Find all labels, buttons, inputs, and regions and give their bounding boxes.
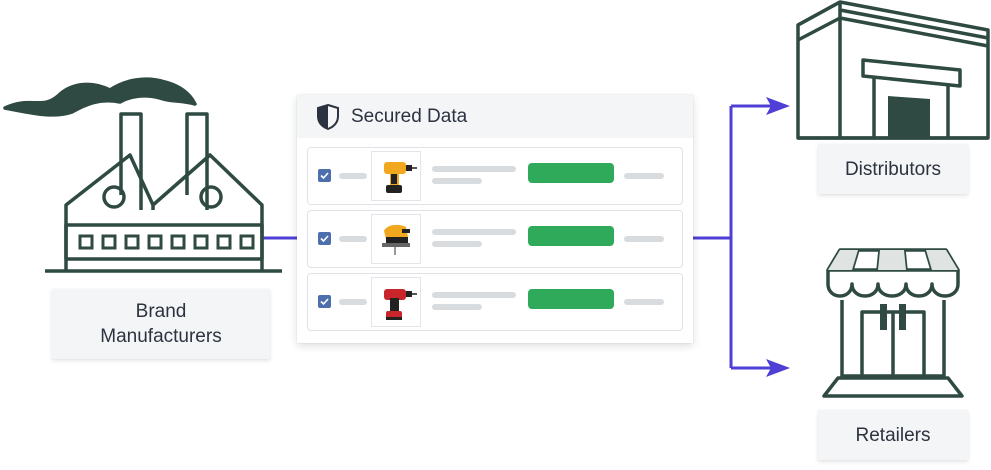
list-item[interactable] (307, 273, 683, 331)
list-item[interactable] (307, 210, 683, 268)
retailers-label-box: Retailers (818, 410, 968, 460)
retailers-label: Retailers (856, 423, 931, 448)
placeholder-bar (432, 166, 516, 172)
list-item[interactable] (307, 147, 683, 205)
factory-icon (0, 70, 290, 285)
distributors-label-box: Distributors (818, 144, 968, 194)
cordless-drill-icon (372, 278, 420, 326)
placeholder-bar (339, 299, 367, 305)
product-thumbnail (371, 151, 421, 201)
check-icon (318, 232, 331, 245)
check-icon (318, 169, 331, 182)
status-bar (528, 226, 614, 246)
panel-title: Secured Data (351, 106, 467, 128)
distributors-label: Distributors (845, 157, 941, 182)
secured-data-panel: Secured Data (297, 95, 693, 343)
product-thumbnail (371, 277, 421, 327)
placeholder-bar (624, 173, 664, 179)
manufacturer-label-line2: Manufacturers (100, 324, 221, 349)
placeholder-bar (432, 178, 482, 184)
placeholder-bar (339, 173, 367, 179)
placeholder-bar (624, 236, 664, 242)
warehouse-icon (790, 0, 991, 145)
shield-icon (317, 104, 339, 130)
check-icon (318, 295, 331, 308)
drill-icon (372, 152, 420, 200)
placeholder-bar (432, 229, 516, 235)
row-checkbox[interactable] (318, 169, 331, 182)
manufacturer-label-line1: Brand (136, 299, 187, 324)
row-checkbox[interactable] (318, 232, 331, 245)
jigsaw-icon (372, 215, 420, 263)
placeholder-bar (432, 241, 482, 247)
status-bar (528, 163, 614, 183)
row-checkbox[interactable] (318, 295, 331, 308)
panel-header: Secured Data (297, 95, 693, 138)
store-icon (818, 248, 968, 400)
placeholder-bar (432, 304, 482, 310)
placeholder-bar (432, 292, 516, 298)
status-bar (528, 289, 614, 309)
product-thumbnail (371, 214, 421, 264)
manufacturer-label-box: Brand Manufacturers (52, 289, 270, 359)
placeholder-bar (339, 236, 367, 242)
placeholder-bar (624, 299, 664, 305)
